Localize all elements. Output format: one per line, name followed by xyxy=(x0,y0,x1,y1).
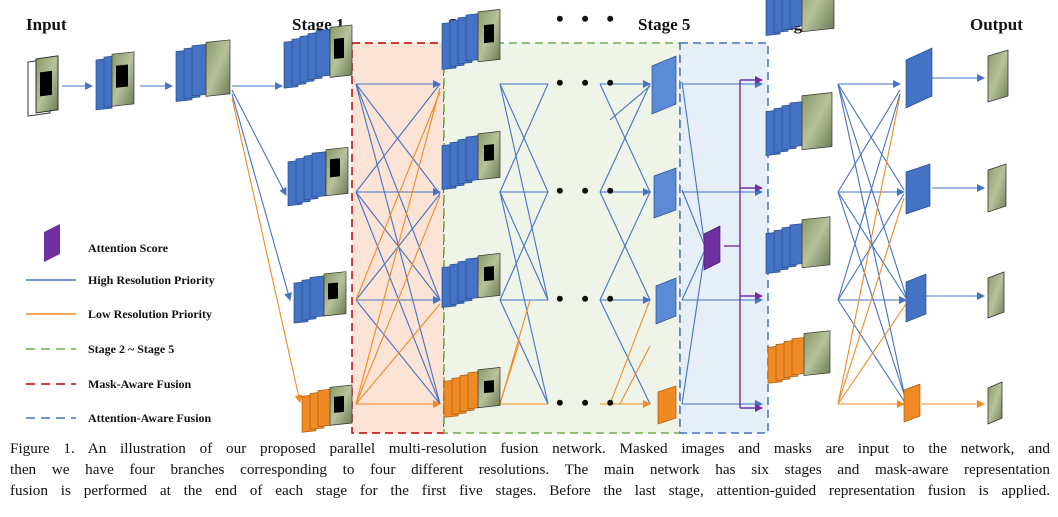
stage1-branch3 xyxy=(293,271,347,324)
stage5-label: Stage 5 xyxy=(638,15,690,34)
stage2-branch4 xyxy=(443,367,501,418)
output-image4 xyxy=(987,381,1003,425)
caption-line-2: then we have four branches corresponding… xyxy=(10,461,1050,478)
mask-aware-fusion-region xyxy=(351,42,445,434)
figure-caption: Figure 1. An illustration of our propose… xyxy=(10,438,1050,501)
input-label: Input xyxy=(26,15,67,34)
ellipsis-branch4: • • • xyxy=(556,390,620,415)
stage6-branch3 xyxy=(765,216,831,274)
stage2-5-region xyxy=(443,42,681,434)
output-images xyxy=(987,49,1009,425)
output-label: Output xyxy=(970,15,1023,34)
network-diagram: Input Stage 1 Stage 2 • • • Stage 5 Stag… xyxy=(26,0,1023,434)
stage6-branch2 xyxy=(765,92,833,156)
final-block4 xyxy=(903,383,921,423)
stage5-blocks xyxy=(651,55,677,425)
stack-pre-1 xyxy=(95,51,135,111)
legend-high-text: High Resolution Priority xyxy=(88,273,215,287)
legend-attfusion-text: Attention-Aware Fusion xyxy=(88,411,212,425)
final-blocks xyxy=(903,47,933,423)
ellipsis-branch3: • • • xyxy=(556,286,620,311)
final-block2 xyxy=(905,163,931,215)
caption-line-3: fusion is performed at the end of each s… xyxy=(10,482,1050,499)
stack-pre-2 xyxy=(175,39,231,102)
legend-mask-text: Mask-Aware Fusion xyxy=(88,377,192,391)
legend: Attention Score High Resolution Priority… xyxy=(26,224,215,425)
stage2-branch3 xyxy=(441,253,501,308)
stage5-block2 xyxy=(653,167,677,219)
ellipsis-branch1: • • • xyxy=(556,70,620,95)
attention-aware-fusion-region xyxy=(679,42,769,434)
stage6-branch4 xyxy=(767,330,831,384)
attention-score-block xyxy=(703,225,721,271)
stage5-block4 xyxy=(657,385,677,425)
connections xyxy=(62,74,985,412)
legend-low-text: Low Resolution Priority xyxy=(88,307,212,321)
legend-attention-swatch xyxy=(44,224,60,262)
output-image2 xyxy=(987,163,1007,213)
legend-attention-text: Attention Score xyxy=(88,241,169,255)
legend-stages-text: Stage 2 ~ Stage 5 xyxy=(88,342,174,356)
stage2-branch1 xyxy=(441,9,501,70)
stage1-branch4 xyxy=(301,384,353,433)
output-image3 xyxy=(987,271,1005,319)
stage5-block1 xyxy=(651,55,677,115)
header-ellipsis: • • • xyxy=(556,6,620,31)
input-masked-image xyxy=(27,55,59,117)
caption-line-1: Figure 1. An illustration of our propose… xyxy=(10,440,1050,457)
final-block3 xyxy=(905,273,927,323)
ellipsis-branch2: • • • xyxy=(556,178,620,203)
final-block1 xyxy=(905,47,933,109)
stage2-branch2 xyxy=(441,131,501,190)
stage1-branch1 xyxy=(283,24,353,89)
stage5-block3 xyxy=(655,277,677,325)
stage1-branch2 xyxy=(287,147,349,207)
output-image1 xyxy=(987,49,1009,103)
stage6-branch1 xyxy=(765,0,835,36)
